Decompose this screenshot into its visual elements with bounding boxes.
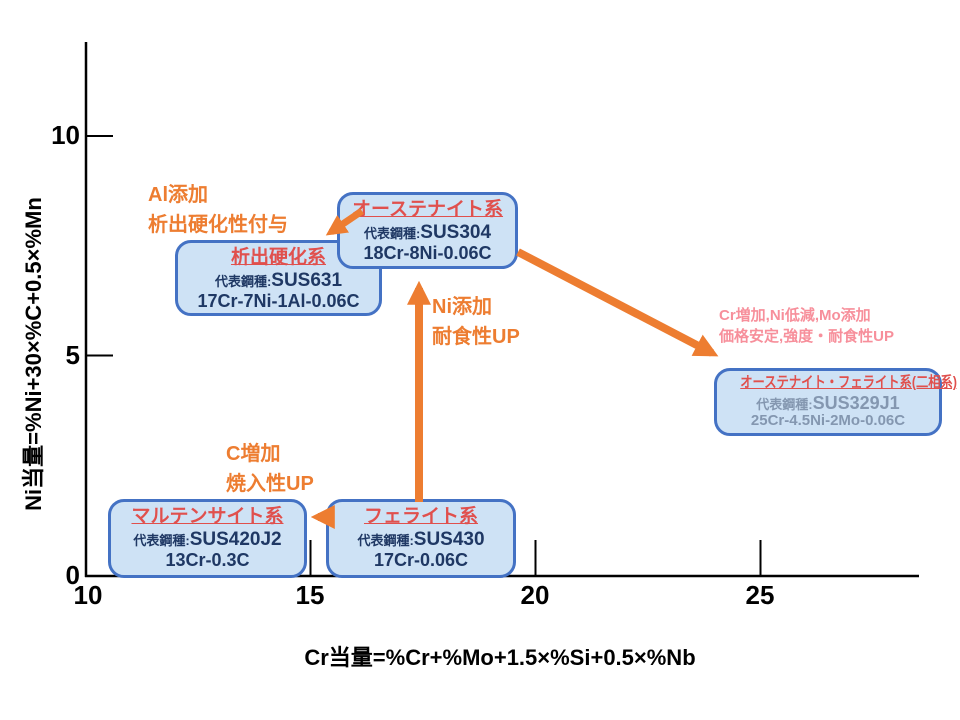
steel-box-precipitation-hardening: 析出硬化系 代表鋼種:SUS631 17Cr-7Ni-1Al-0.06C — [175, 240, 382, 316]
duplex-composition: 25Cr-4.5Ni-2Mo-0.06C — [750, 412, 906, 430]
precipitation-title: 析出硬化系 — [230, 247, 326, 268]
austenitic-rep-grade: 代表鋼種:SUS304 — [344, 222, 511, 244]
annotation-cr-increase: Cr増加,Ni低減,Mo添加 価格安定,強度・耐食性UP — [719, 305, 894, 347]
annotation-line: Al添加 — [148, 184, 208, 206]
y-tick-label-0: 0 — [65, 560, 80, 590]
annotation-al-addition: Al添加 析出硬化性付与 — [148, 181, 288, 240]
annotation-line: 耐食性UP — [432, 325, 520, 348]
x-tick-label-10: 10 — [73, 580, 103, 610]
y-tick-label-5: 5 — [65, 340, 80, 370]
duplex-title: オーステナイト・フェライト系(二相系) — [740, 374, 957, 391]
martensitic-rep-grade: 代表鋼種:SUS420J2 — [115, 529, 300, 551]
rep-label: 代表鋼種: — [756, 396, 813, 412]
precipitation-rep-grade: 代表鋼種:SUS631 — [182, 270, 375, 292]
steel-box-duplex: オーステナイト・フェライト系(二相系) 代表鋼種:SUS329J1 25Cr-4… — [714, 368, 957, 436]
rep-label: 代表鋼種: — [214, 273, 272, 289]
rep-label: 代表鋼種: — [133, 532, 190, 548]
ferritic-composition: 17Cr-0.06C — [373, 549, 469, 570]
ferritic-rep-grade: 代表鋼種:SUS430 — [333, 529, 509, 551]
x-tick-label-20: 20 — [520, 580, 550, 610]
annotation-line: 析出硬化性付与 — [148, 213, 288, 236]
ferritic-title: フェライト系 — [363, 506, 478, 527]
x-tick-label-25: 25 — [745, 580, 775, 610]
steel-box-austenitic: オーステナイト系 代表鋼種:SUS304 18Cr-8Ni-0.06C — [337, 192, 518, 269]
steel-box-ferritic: フェライト系 代表鋼種:SUS430 17Cr-0.06C — [326, 499, 516, 578]
steel-box-martensitic: マルテンサイト系 代表鋼種:SUS420J2 13Cr-0.3C — [108, 499, 307, 578]
x-tick-label-15: 15 — [295, 580, 325, 610]
rep-label: 代表鋼種: — [357, 532, 414, 548]
annotation-line: 焼入性UP — [226, 472, 314, 495]
annotation-line: Ni添加 — [432, 296, 492, 318]
annotation-c-increase: C増加 焼入性UP — [226, 440, 314, 499]
precipitation-composition: 17Cr-7Ni-1Al-0.06C — [197, 290, 360, 311]
duplex-rep-grade: 代表鋼種:SUS329J1 — [721, 393, 935, 414]
annotation-line: C増加 — [226, 443, 281, 465]
rep-label: 代表鋼種: — [363, 225, 421, 241]
annotation-line: Cr増加,Ni低減,Mo添加 — [719, 307, 871, 324]
austenitic-title: オーステナイト系 — [351, 199, 504, 220]
martensitic-title: マルテンサイト系 — [131, 506, 284, 527]
annotation-line: 価格安定,強度・耐食性UP — [719, 328, 895, 345]
rep-value: SUS430 — [413, 528, 485, 550]
x-axis-title: Cr当量=%Cr+%Mo+1.5×%Si+0.5×%Nb — [304, 645, 696, 670]
austenitic-composition: 18Cr-8Ni-0.06C — [363, 242, 492, 263]
rep-value: SUS420J2 — [189, 528, 282, 550]
rep-value: SUS329J1 — [812, 392, 900, 413]
rep-value: SUS304 — [420, 221, 492, 243]
annotation-ni-addition: Ni添加 耐食性UP — [432, 293, 520, 352]
y-axis-title: Ni当量=%Ni+30×%C+0.5×%Mn — [21, 197, 46, 511]
martensitic-composition: 13Cr-0.3C — [165, 549, 250, 570]
rep-value: SUS631 — [271, 269, 343, 291]
y-tick-label-10: 10 — [51, 120, 80, 150]
